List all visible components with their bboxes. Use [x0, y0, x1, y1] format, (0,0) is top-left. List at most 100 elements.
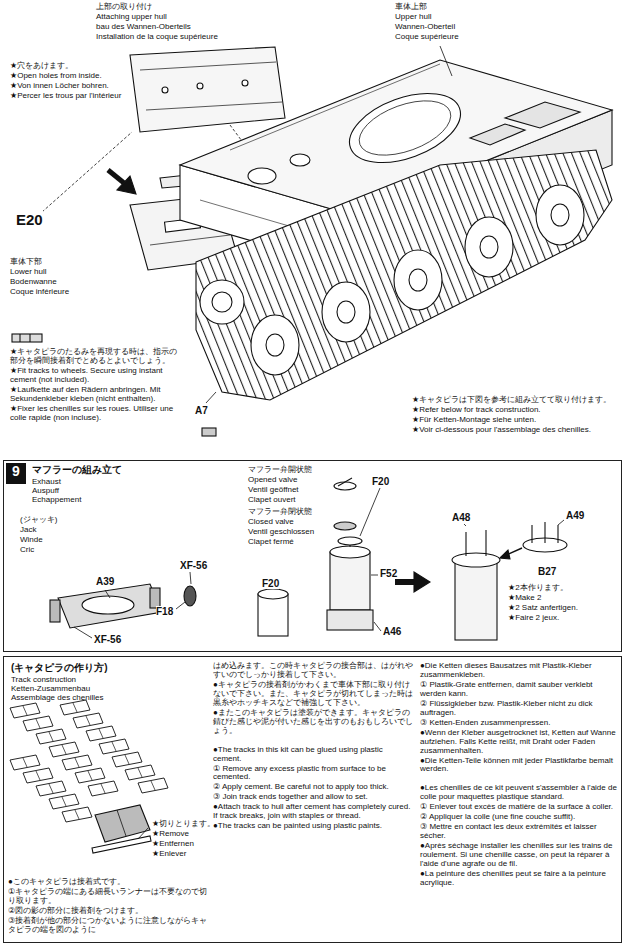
- part-number: F20: [372, 476, 389, 487]
- heading-text: Assemblage des chenilles: [11, 693, 108, 702]
- note-text-line: ★穴をあけます。: [10, 62, 122, 71]
- instruction-text: ●Wenn der Kleber ausgetrocknet ist, Kett…: [420, 728, 616, 755]
- instruction-text-line: ① Remove any excess plastic from surface…: [213, 765, 413, 783]
- note-text-line: ★Faire 2 jeux.: [508, 614, 618, 623]
- part-name-line: (ジャッキ): [20, 516, 57, 525]
- note-text-group: ★2本作ります。★Make 2★2 Satz anfertigen.★Faire…: [508, 584, 618, 624]
- part-name-line: Upper hull: [395, 13, 459, 22]
- instruction-text-line: ① Enlever tout excès de matière de la su…: [420, 803, 618, 812]
- instruction-text-line: ② Flüssigkleber bzw. Plastik-Kleber nich…: [420, 700, 618, 718]
- section-heading: Attaching upper hull: [96, 12, 167, 21]
- part-number-line: E20: [16, 212, 43, 229]
- instruction-text: ●Les chenilles de ce kit peuvent s'assem…: [420, 783, 617, 801]
- note-text: ★Open holes from inside.: [10, 71, 102, 80]
- part-number-group: F20: [372, 476, 389, 488]
- part-number-line: F52: [380, 568, 397, 579]
- part-name: Lower hull: [10, 267, 46, 276]
- part-name-line: Cric: [20, 546, 57, 555]
- note-text-line: ★キャタピラのたるみを再現する時は、指示の部分を瞬間接着剤でとめるとよいでしょう…: [10, 348, 185, 366]
- part-name-line: Jack: [20, 526, 57, 535]
- part-number: A49: [566, 510, 584, 521]
- part-name-group: 車体上部Upper hullWannen-OberteilCoque supér…: [395, 3, 459, 43]
- note-text: Closed valve: [248, 517, 294, 526]
- note-text: ★2本作ります。: [508, 583, 568, 592]
- note-text-group: ★穴をあけます。★Open holes from inside.★Von inn…: [10, 62, 122, 102]
- part-name-line: Winde: [20, 536, 57, 545]
- instruction-text: ① Enlever tout excès de matière de la su…: [420, 802, 613, 811]
- instruction-text-line: ●La peinture des chenilles peut se faire…: [420, 870, 618, 888]
- part-name: Bodenwanne: [10, 277, 57, 286]
- note-text: ★Laufkette auf den Rädern anbringen. Mit…: [10, 385, 160, 403]
- instruction-text: ③ Mettre en contact les deux extrémités …: [420, 822, 597, 840]
- note-text-line: ★Für Ketten-Montage siehe unten.: [412, 416, 612, 425]
- part-number-group: B27: [538, 566, 556, 578]
- part-number-group: A49: [566, 510, 584, 522]
- part-name: (ジャッキ): [20, 515, 57, 524]
- part-number-line: A46: [383, 626, 401, 637]
- part-number: A48: [452, 512, 470, 523]
- instruction-text-line: ③ Join track ends together and allow to …: [213, 793, 413, 802]
- note-text-line: ★Laufkette auf den Rädern anbringen. Mit…: [10, 386, 185, 404]
- part-number: A7: [195, 405, 208, 416]
- panel-heading: (キャタピラの作り方)Track constructionKetten-Zusa…: [11, 662, 108, 702]
- note-text-line: ★Remove: [152, 830, 215, 839]
- part-name-line: 車体上部: [395, 3, 459, 12]
- paint-code: XF-56: [94, 634, 121, 645]
- instruction-text-line: ●Die Ketten-Teile können mit jeder Plast…: [420, 757, 618, 775]
- note-text: ★Fixer les chenilles sur les roues. Util…: [10, 404, 173, 422]
- note-text-line: マフラー弁開状態: [248, 466, 312, 475]
- part-name: 車体上部: [395, 2, 427, 11]
- heading-text: Ketten-Zusammenbau: [11, 684, 108, 693]
- note-text: ★Make 2: [508, 593, 541, 602]
- part-name-line: Bodenwanne: [10, 278, 69, 287]
- part-number-group: A7: [195, 405, 208, 417]
- part-name: Upper hull: [395, 12, 431, 21]
- note-text: Clapet fermé: [248, 537, 294, 546]
- note-text-line: ★Percer les trous par l'intérieur: [10, 92, 122, 101]
- part-number: A39: [96, 576, 114, 587]
- instruction-text-line: ●Attach track to hull after cement has c…: [213, 803, 413, 821]
- instruction-text: ●The tracks in this kit can be glued usi…: [213, 745, 383, 763]
- instruction-text-group: はめ込みます。この時キャタピラの接合部は、はがれやすいのでしっかり接着して下さい…: [213, 662, 413, 832]
- part-number: F52: [380, 568, 397, 579]
- part-name-line: 車体下部: [10, 258, 69, 267]
- part-number: A46: [383, 626, 401, 637]
- part-number: F20: [262, 578, 279, 589]
- instruction-text-line: ③ Mettre en contact les deux extrémités …: [420, 823, 618, 841]
- step-panel: マフラーの組み立てExhaustAuspuffEchappement9: [3, 460, 622, 652]
- instruction-text: ② Flüssigkleber bzw. Plastik-Kleber nich…: [420, 699, 593, 717]
- note-text-group: ★キャタピラのたるみを再現する時は、指示の部分を瞬間接着剤でとめるとよいでしょう…: [10, 348, 185, 424]
- instruction-text: ●The tracks can be painted using plastic…: [213, 821, 382, 830]
- part-name: 車体下部: [10, 257, 42, 266]
- note-text: ★Remove: [152, 829, 189, 838]
- note-text-line: ★Open holes from inside.: [10, 72, 122, 81]
- panel-heading: マフラーの組み立てExhaustAuspuffEchappement: [32, 464, 122, 504]
- note-text: Ventil geöffnet: [248, 485, 299, 494]
- heading-text: Track construction: [11, 675, 108, 684]
- instruction-text-line: ③接着剤が他の部分につかないように注意しながらキャタピラの端を図のように: [8, 917, 208, 935]
- note-text-line: ★キャタピラは下図を参考に組み立てて取り付けます。: [412, 396, 612, 405]
- heading-text: Exhaust: [32, 477, 122, 486]
- note-text-group: マフラー弁閉状態Closed valveVentil geschlossenCl…: [248, 508, 314, 548]
- part-number-group: E20: [16, 212, 43, 230]
- instruction-text: ③接着剤が他の部分につかないように注意しながらキャタピラの端を図のように: [8, 916, 207, 934]
- note-text: ★穴をあけます。: [10, 61, 73, 70]
- section-heading-group: 上部の取り付けAttaching upper hullbau des Wanne…: [96, 3, 218, 43]
- instruction-text: ●Après séchage installer les chenilles s…: [420, 841, 612, 868]
- note-text-line: ★2本作ります。: [508, 584, 618, 593]
- part-number: E20: [16, 211, 43, 228]
- instruction-text-line: ●Wenn der Kleber ausgetrocknet ist, Kett…: [420, 729, 618, 756]
- note-text: ★Entfernen: [152, 839, 194, 848]
- note-text-group: ★キャタピラは下図を参考に組み立てて取り付けます。★Refer below fo…: [412, 396, 612, 436]
- part-number: B27: [538, 566, 556, 577]
- note-text-line: Ventil geschlossen: [248, 528, 314, 537]
- part-name-line: Lower hull: [10, 268, 69, 277]
- heading-text: マフラーの組み立て: [32, 464, 122, 476]
- note-text: ★Percer les trous par l'intérieur: [10, 91, 121, 100]
- note-text: ★Refer below for track construction.: [412, 405, 541, 414]
- part-name-line: Coque supérieure: [395, 33, 459, 42]
- instruction-text: ②図の影の部分に接着剤をつけます。: [8, 906, 143, 915]
- note-text-line: ★切りとります。: [152, 820, 215, 829]
- part-name: Coque inférieure: [10, 287, 69, 296]
- part-number-line: A49: [566, 510, 584, 521]
